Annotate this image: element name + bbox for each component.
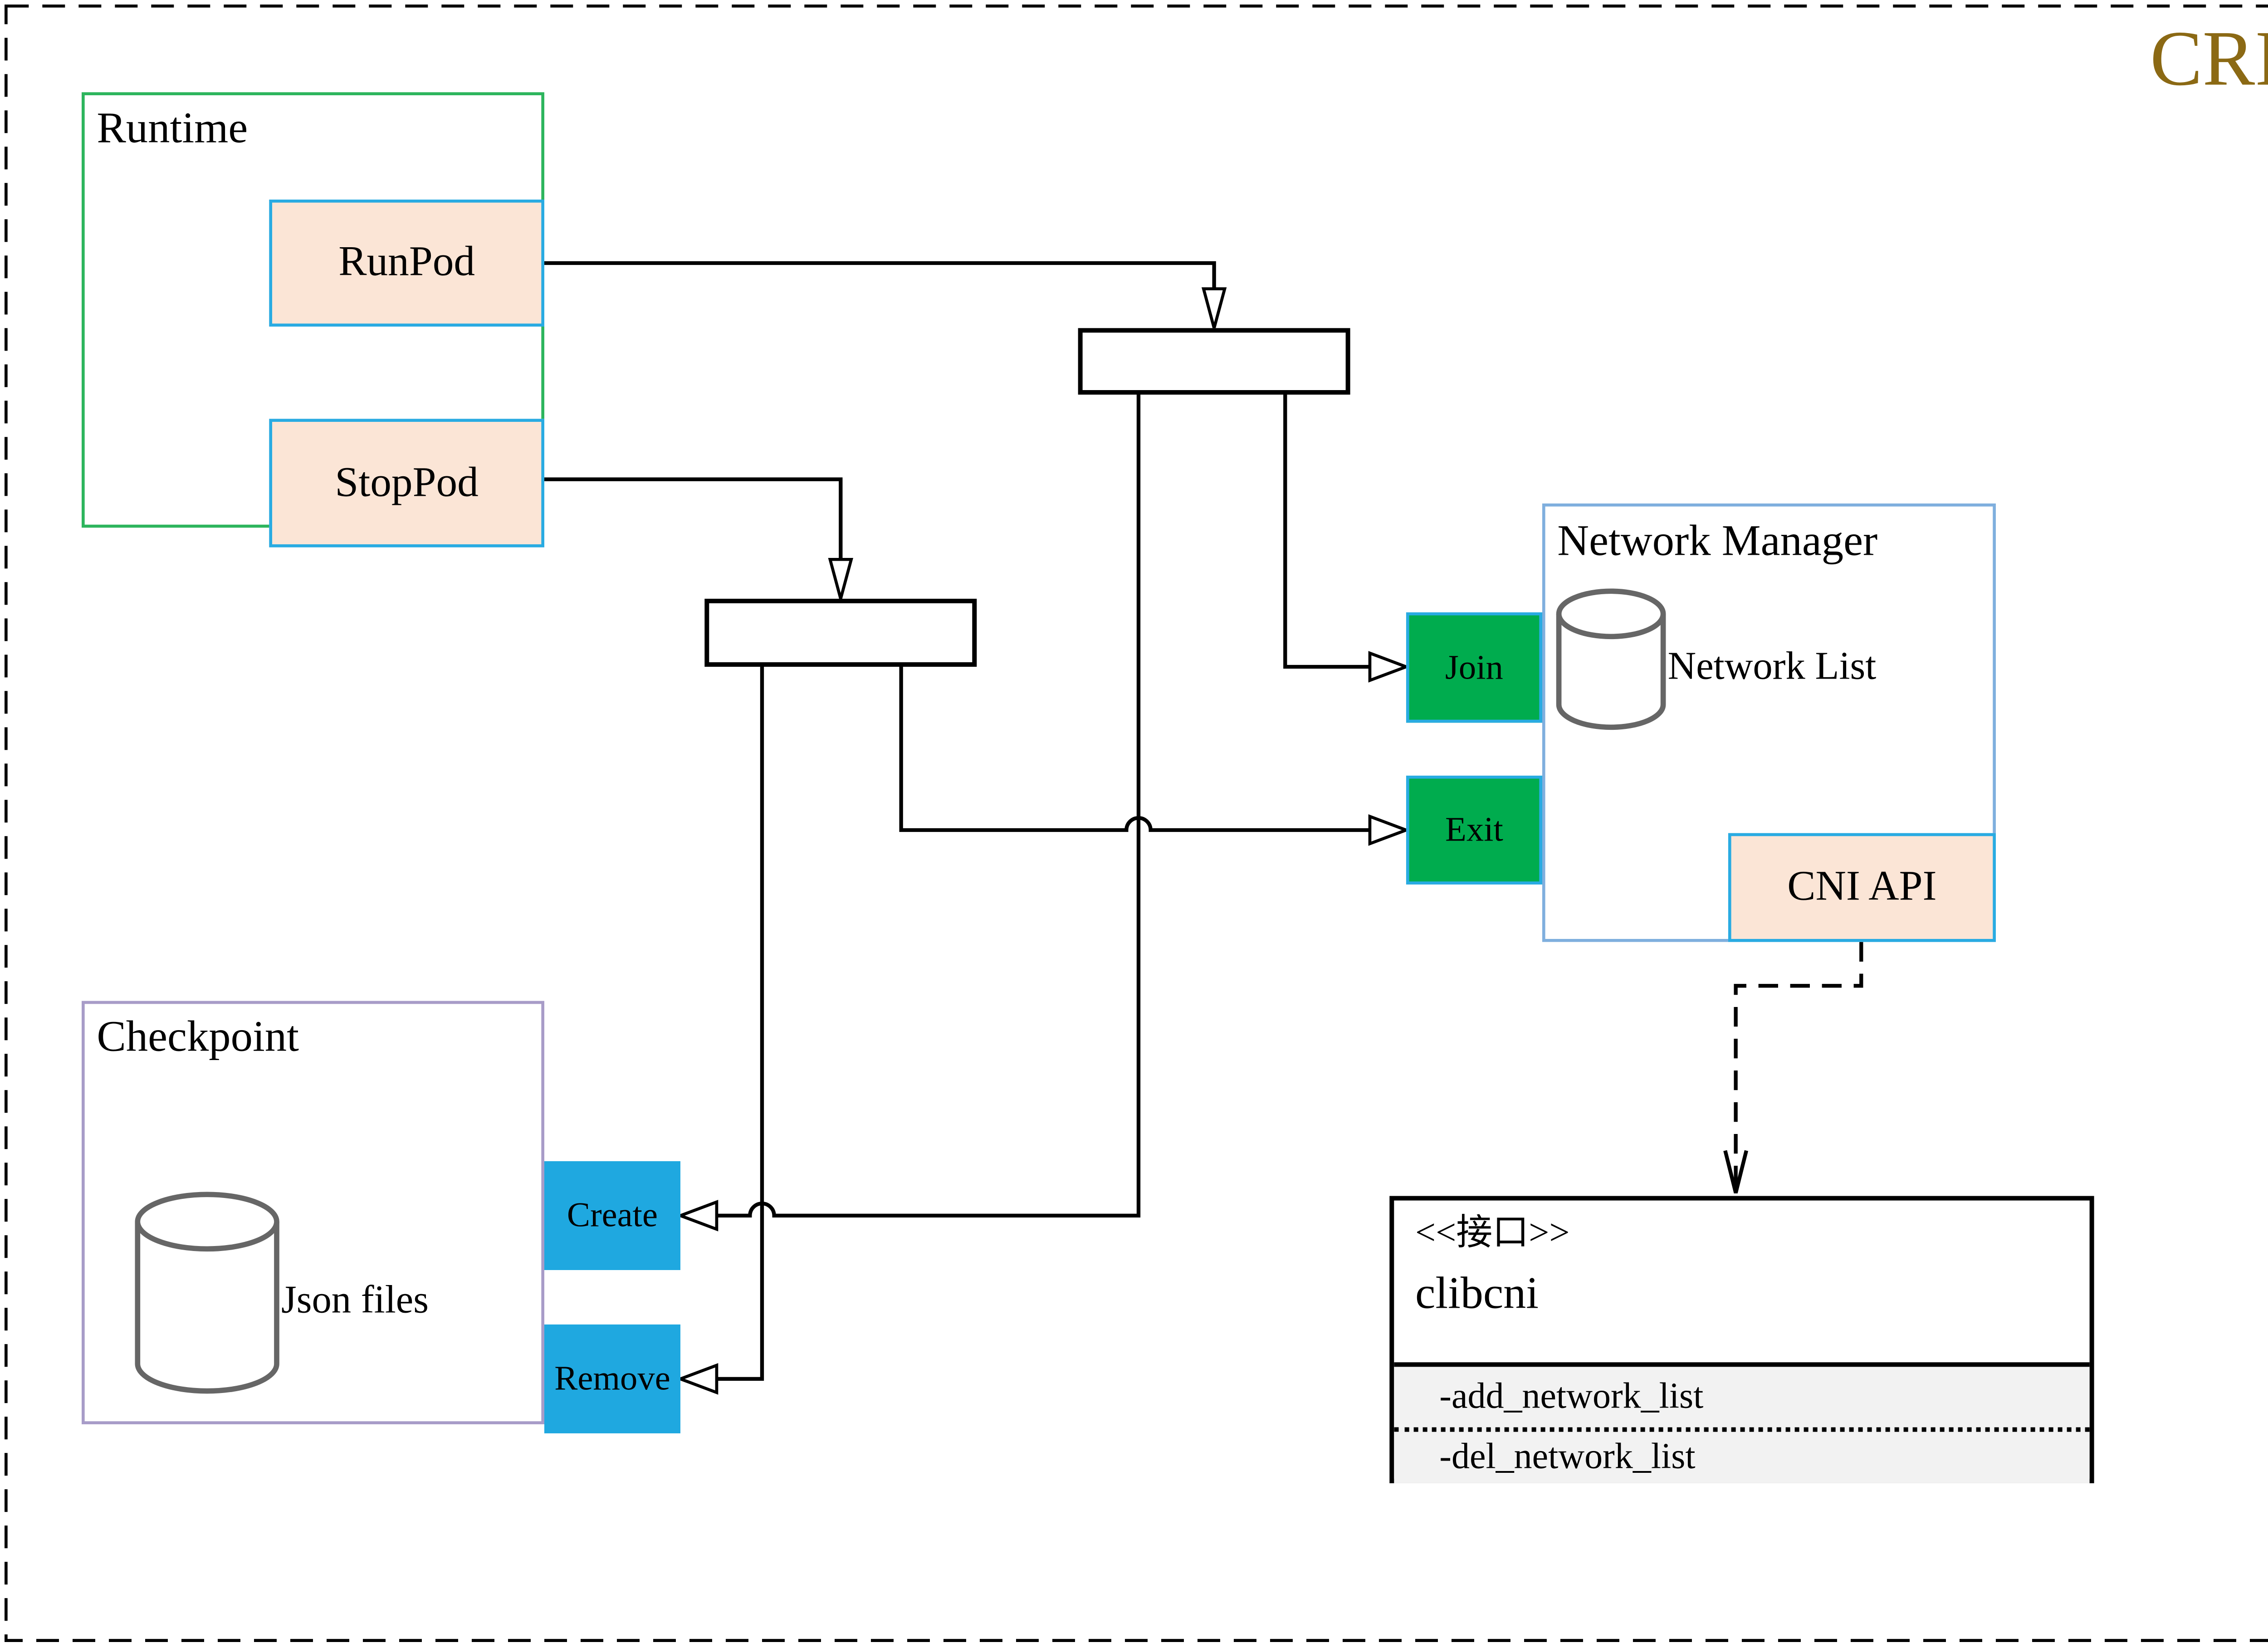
join-label: Join [1445, 648, 1503, 686]
json-files-label: Json files [281, 1277, 429, 1322]
runpod-node: RunPod [269, 199, 544, 327]
cni-api-dashed-line [1734, 942, 1863, 1186]
json-files-cylinder-icon [135, 1192, 279, 1394]
arrowhead-down-junction2 [828, 557, 853, 605]
remove-label: Remove [554, 1359, 670, 1397]
cni-api-label: CNI API [1787, 863, 1937, 910]
outer-dashed-border [4, 4, 2268, 1642]
network-list-label: Network List [1667, 644, 1877, 688]
create-label: Create [567, 1196, 658, 1234]
checkpoint-box [81, 1001, 544, 1424]
create-node: Create [544, 1161, 680, 1270]
arrowhead-into-exit [1368, 814, 1411, 846]
runpod-to-junction1-line [544, 261, 1216, 289]
arrowhead-down-junction1 [1201, 287, 1227, 334]
arrowhead-into-create [676, 1200, 719, 1232]
join-node: Join [1406, 612, 1542, 723]
clibcni-methods-section: -add_network_list -del_network_list [1394, 1362, 2090, 1483]
clibcni-stereotype: <<接口>> [1415, 1214, 1570, 1254]
clibcni-name: clibcni [1415, 1268, 1539, 1319]
arrowhead-into-remove [676, 1363, 719, 1395]
stoppod-to-junction2-line [544, 477, 843, 560]
remove-node: Remove [544, 1324, 680, 1433]
network-list-cylinder-icon [1556, 588, 1666, 730]
runtime-title: Runtime [97, 104, 248, 153]
junction1-to-join-line [1283, 394, 1370, 669]
exit-node: Exit [1406, 775, 1542, 885]
clibcni-interface-box: <<接口>> clibcni -add_network_list -del_ne… [1389, 1196, 2094, 1483]
cri-title: CRI [2150, 16, 2268, 103]
clibcni-method-add: -add_network_list [1439, 1376, 1704, 1416]
clibcni-method-del: -del_network_list [1394, 1427, 2090, 1483]
junction-bar-1 [1078, 328, 1350, 395]
cni-api-node: CNI API [1728, 833, 1996, 942]
junction2-to-remove-line [716, 666, 764, 1381]
stoppod-node: StopPod [269, 419, 544, 547]
arrowhead-into-join [1368, 651, 1411, 683]
junction1-to-create-line [716, 394, 1141, 1218]
checkpoint-title: Checkpoint [97, 1013, 299, 1061]
junction-bar-2 [704, 598, 977, 667]
junction2-to-exit-line [899, 666, 1370, 832]
exit-label: Exit [1445, 810, 1503, 848]
dashed-arrowhead-into-clibcni [1723, 1150, 1749, 1193]
network-manager-title: Network Manager [1557, 517, 1878, 566]
stoppod-label: StopPod [335, 459, 479, 506]
runpod-label: RunPod [338, 239, 475, 286]
clibcni-title-section: <<接口>> clibcni [1394, 1201, 2089, 1363]
